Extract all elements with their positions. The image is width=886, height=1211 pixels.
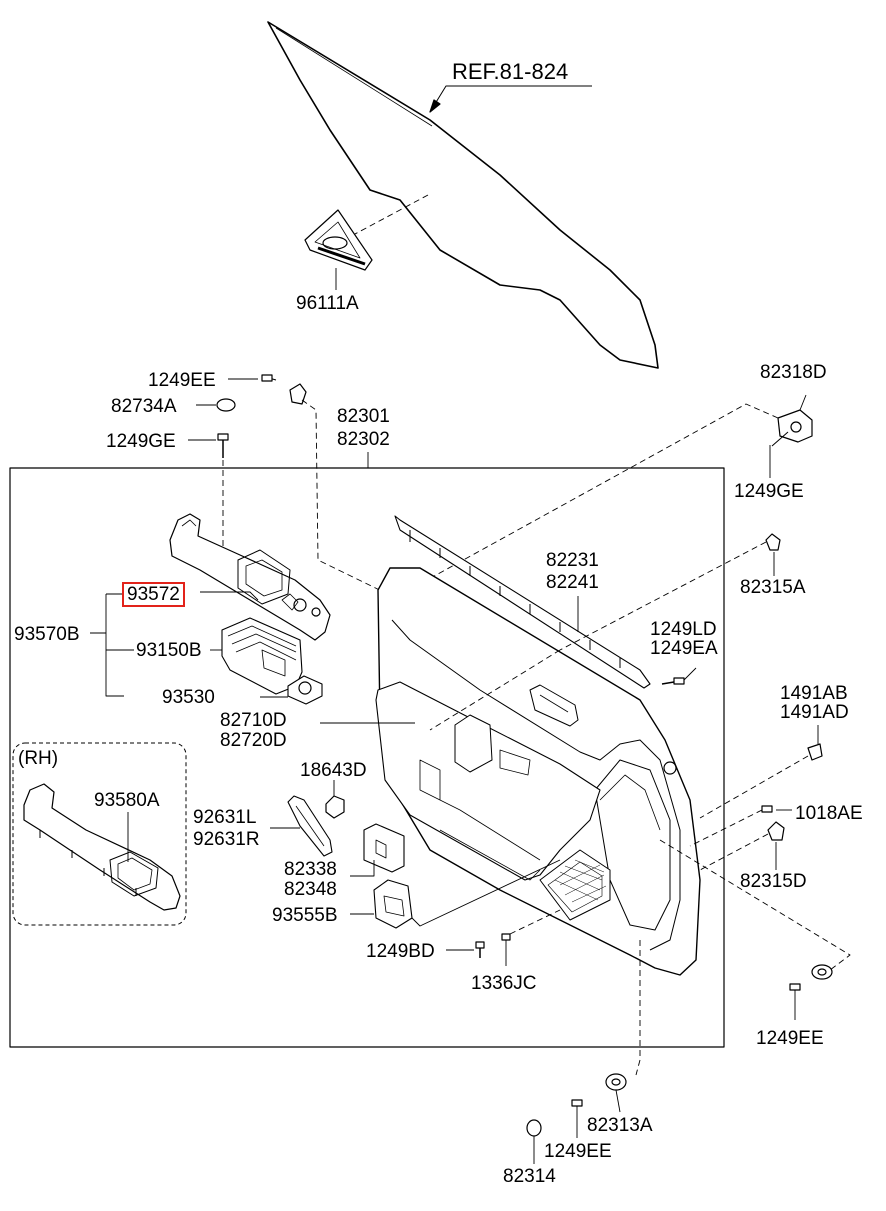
switch-93150B [210, 617, 303, 695]
screw-1249BD [446, 941, 485, 958]
part-1336JC[interactable]: 1336JC [471, 973, 537, 994]
grommet-right [811, 964, 833, 980]
part-82314[interactable]: 82314 [503, 1166, 556, 1187]
part-82338[interactable]: 82338 [284, 859, 337, 880]
ref-label: REF.81-824 [452, 59, 569, 84]
part-82302[interactable]: 82302 [337, 429, 390, 450]
rh-bezel-93580A [23, 783, 181, 911]
part-82241[interactable]: 82241 [546, 572, 599, 593]
door-trim-panel [320, 567, 701, 976]
part-96111A[interactable]: 96111A [296, 293, 359, 314]
delta-cover-96111A [304, 209, 373, 290]
switch-93555B [350, 859, 561, 929]
part-93580A[interactable]: 93580A [94, 790, 160, 811]
switch-93530 [260, 675, 323, 705]
cap-82314 [526, 1119, 542, 1164]
screw-1249EE-bottom [571, 1099, 583, 1138]
screw-1249EE-top [228, 374, 277, 382]
part-93150B[interactable]: 93150B [136, 640, 202, 661]
door-glass [267, 21, 659, 369]
clip-82315D [699, 821, 785, 871]
part-1249BD[interactable]: 1249BD [366, 941, 435, 962]
part-1491AB[interactable]: 1491AB [780, 683, 848, 704]
part-92631R[interactable]: 92631R [193, 829, 260, 850]
part-82301[interactable]: 82301 [337, 406, 390, 427]
part-93570B[interactable]: 93570B [14, 624, 80, 645]
part-82318D[interactable]: 82318D [760, 362, 827, 383]
part-82710D[interactable]: 82710D [220, 710, 287, 731]
part-1249EE-bottom[interactable]: 1249EE [544, 1141, 612, 1162]
clip-82315A [559, 533, 781, 651]
pocket-82338 [350, 823, 405, 877]
part-1249GE-left[interactable]: 1249GE [106, 431, 176, 452]
rh-box [12, 742, 187, 926]
part-1249GE-right[interactable]: 1249GE [734, 481, 804, 502]
part-1249EE-right[interactable]: 1249EE [756, 1028, 824, 1049]
screw-1249GE-left [188, 433, 229, 560]
part-93555B[interactable]: 93555B [272, 905, 338, 926]
assembly-frame [9, 467, 725, 1048]
bolt-1491AB [699, 725, 823, 819]
part-82734A[interactable]: 82734A [111, 396, 177, 417]
lamp-92631L [270, 795, 333, 857]
part-82315A[interactable]: 82315A [740, 577, 806, 598]
part-1018AE[interactable]: 1018AE [795, 803, 863, 824]
part-1249EE-top[interactable]: 1249EE [148, 370, 216, 391]
screw-1249LD [661, 667, 697, 685]
screw-1018AE [689, 805, 792, 847]
bracket-82318D [379, 394, 813, 607]
screw-1249EE-right [789, 983, 801, 1020]
grommet-top [289, 383, 401, 601]
part-1491AD[interactable]: 1491AD [780, 702, 849, 723]
bulb-18643D [325, 780, 345, 819]
ref-leader [429, 85, 592, 113]
clip-1336JC [501, 909, 561, 966]
part-82315D[interactable]: 82315D [740, 871, 807, 892]
weatherstrip-82231 [394, 515, 651, 689]
grommet-82313A [605, 1073, 627, 1113]
part-82348[interactable]: 82348 [284, 879, 337, 900]
part-82313A[interactable]: 82313A [587, 1115, 653, 1136]
part-92631L[interactable]: 92631L [193, 807, 257, 828]
switch-bezel-93570B [169, 513, 331, 641]
bracket-93570B [90, 593, 134, 697]
part-82231[interactable]: 82231 [546, 550, 599, 571]
part-18643D[interactable]: 18643D [300, 760, 367, 781]
part-93572-highlighted[interactable]: 93572 [122, 582, 185, 607]
part-82720D[interactable]: 82720D [220, 730, 287, 751]
part-1249LD[interactable]: 1249LD [650, 619, 717, 640]
clip-82734A [196, 398, 236, 412]
rh-label: (RH) [18, 748, 59, 769]
part-93530[interactable]: 93530 [162, 687, 215, 708]
part-1249EA[interactable]: 1249EA [650, 638, 718, 659]
